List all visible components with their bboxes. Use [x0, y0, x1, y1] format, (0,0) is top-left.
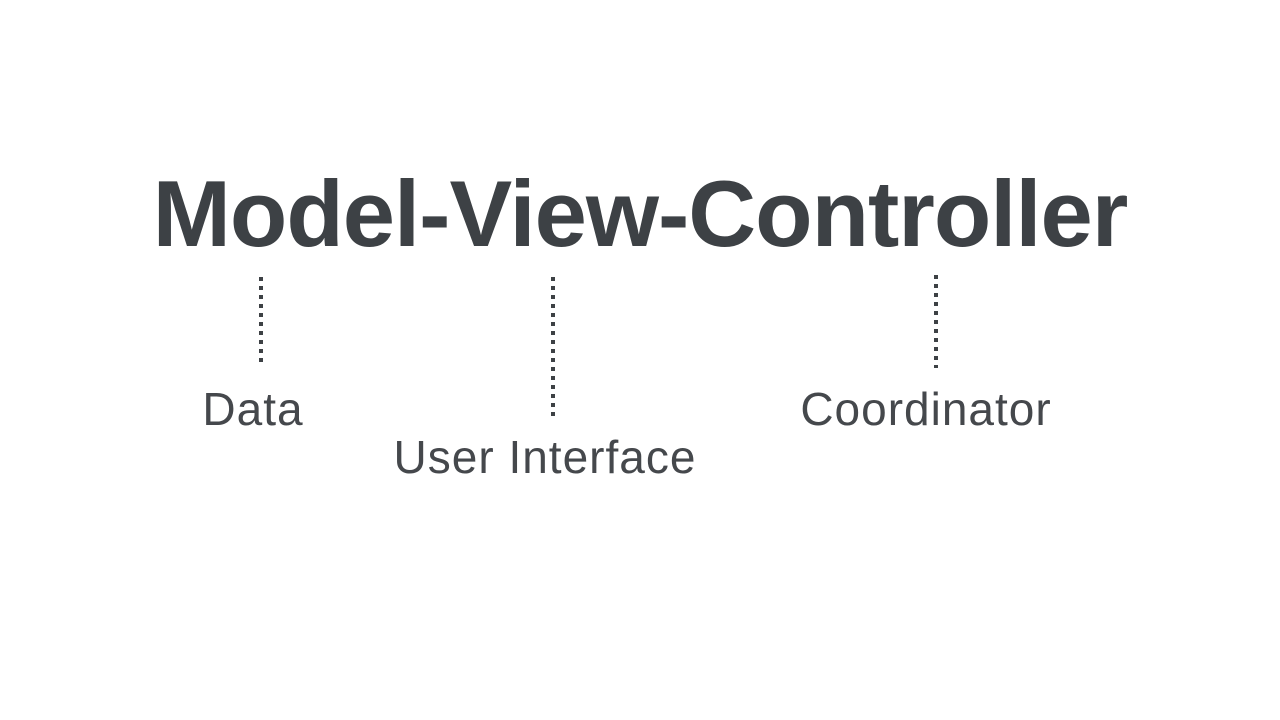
annotation-label-view: User Interface: [393, 431, 697, 483]
dotted-connector-controller: [934, 275, 938, 368]
annotation-label-controller: Coordinator: [800, 383, 1052, 435]
dotted-connector-model: [259, 277, 263, 367]
dotted-connector-view: [551, 277, 555, 419]
annotation-label-model: Data: [202, 383, 304, 435]
diagram-title: Model-View-Controller: [152, 161, 1129, 266]
